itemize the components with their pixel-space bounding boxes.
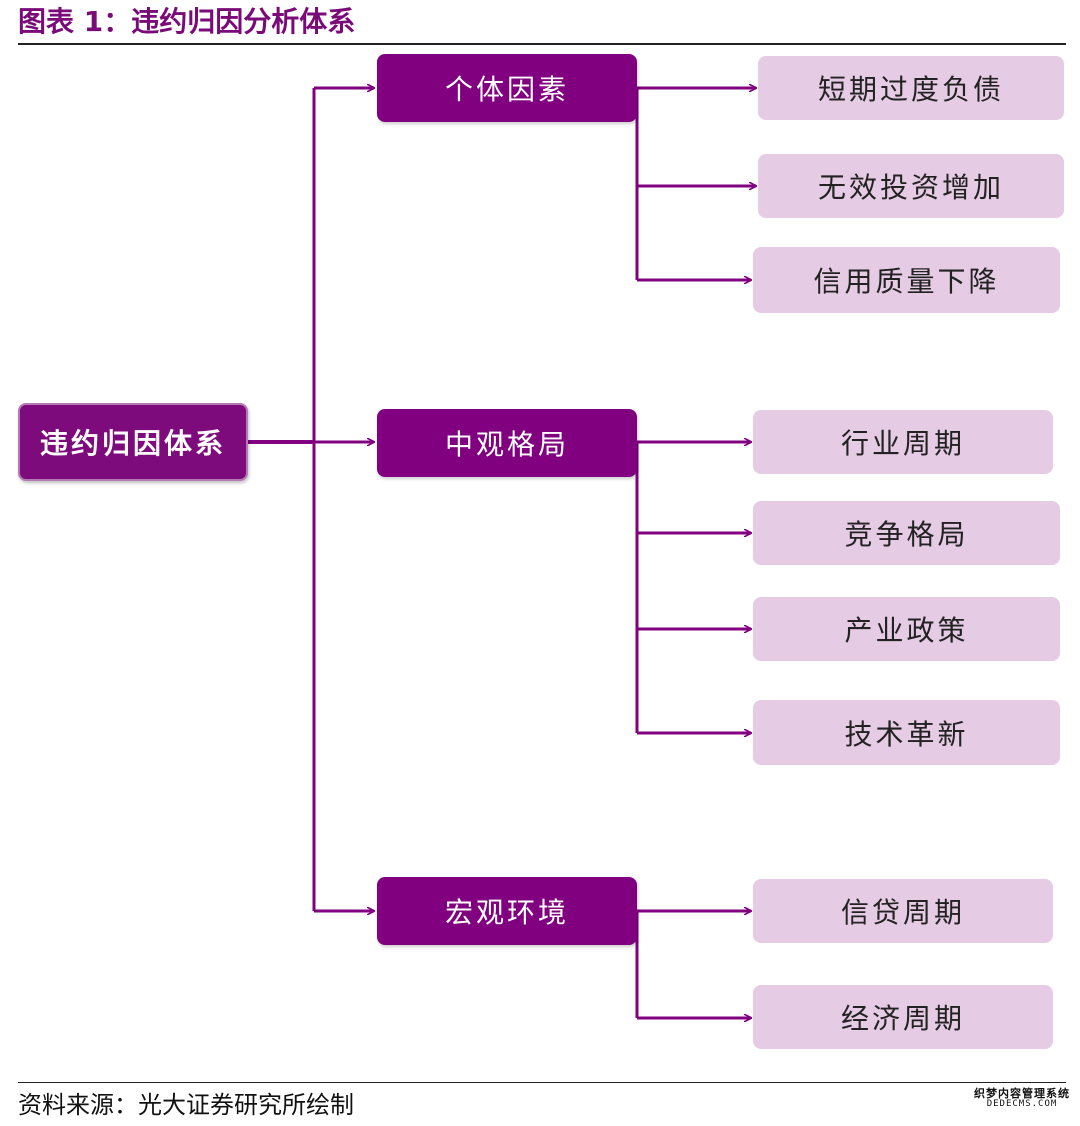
watermark-en: DEDECMS.COM	[986, 1099, 1058, 1110]
leaf-node: 信用质量下降	[753, 247, 1060, 313]
group-node-label: 中观格局	[444, 428, 569, 461]
group-node-meso: 中观格局	[377, 409, 637, 477]
title-divider	[18, 43, 1066, 45]
figure-title: 图表 1：违约归因分析体系	[18, 5, 356, 38]
leaf-node: 经济周期	[753, 985, 1053, 1049]
footer-divider	[18, 1082, 1066, 1083]
leaf-node-label: 信贷周期	[840, 896, 965, 929]
leaf-node-label: 信用质量下降	[813, 265, 1000, 298]
leaf-node-label: 行业周期	[840, 427, 965, 460]
leaf-node-label: 经济周期	[840, 1002, 965, 1035]
leaf-node: 产业政策	[753, 597, 1060, 661]
leaf-node: 行业周期	[753, 410, 1053, 474]
leaf-node-label: 竞争格局	[844, 518, 969, 551]
group-node-individual: 个体因素	[377, 54, 637, 122]
leaf-node-label: 产业政策	[844, 614, 969, 647]
group-node-macro: 宏观环境	[377, 877, 637, 945]
leaf-node: 竞争格局	[753, 501, 1060, 565]
leaf-node: 无效投资增加	[758, 154, 1064, 218]
root-node: 违约归因体系	[18, 403, 248, 481]
leaf-node: 短期过度负债	[758, 56, 1064, 120]
leaf-node: 技术革新	[753, 700, 1060, 765]
watermark: 织梦内容管理系统 DEDECMS.COM	[974, 1087, 1070, 1110]
leaf-node-label: 无效投资增加	[817, 171, 1004, 204]
watermark-cn: 织梦内容管理系统	[974, 1087, 1070, 1100]
leaf-node: 信贷周期	[753, 879, 1053, 943]
source-note: 资料来源：光大证券研究所绘制	[18, 1091, 354, 1119]
group-node-label: 宏观环境	[444, 896, 569, 929]
leaf-node-label: 技术革新	[844, 717, 969, 751]
leaf-node-label: 短期过度负债	[817, 73, 1004, 106]
group-node-label: 个体因素	[444, 73, 569, 106]
root-node-label: 违约归因体系	[39, 427, 226, 460]
